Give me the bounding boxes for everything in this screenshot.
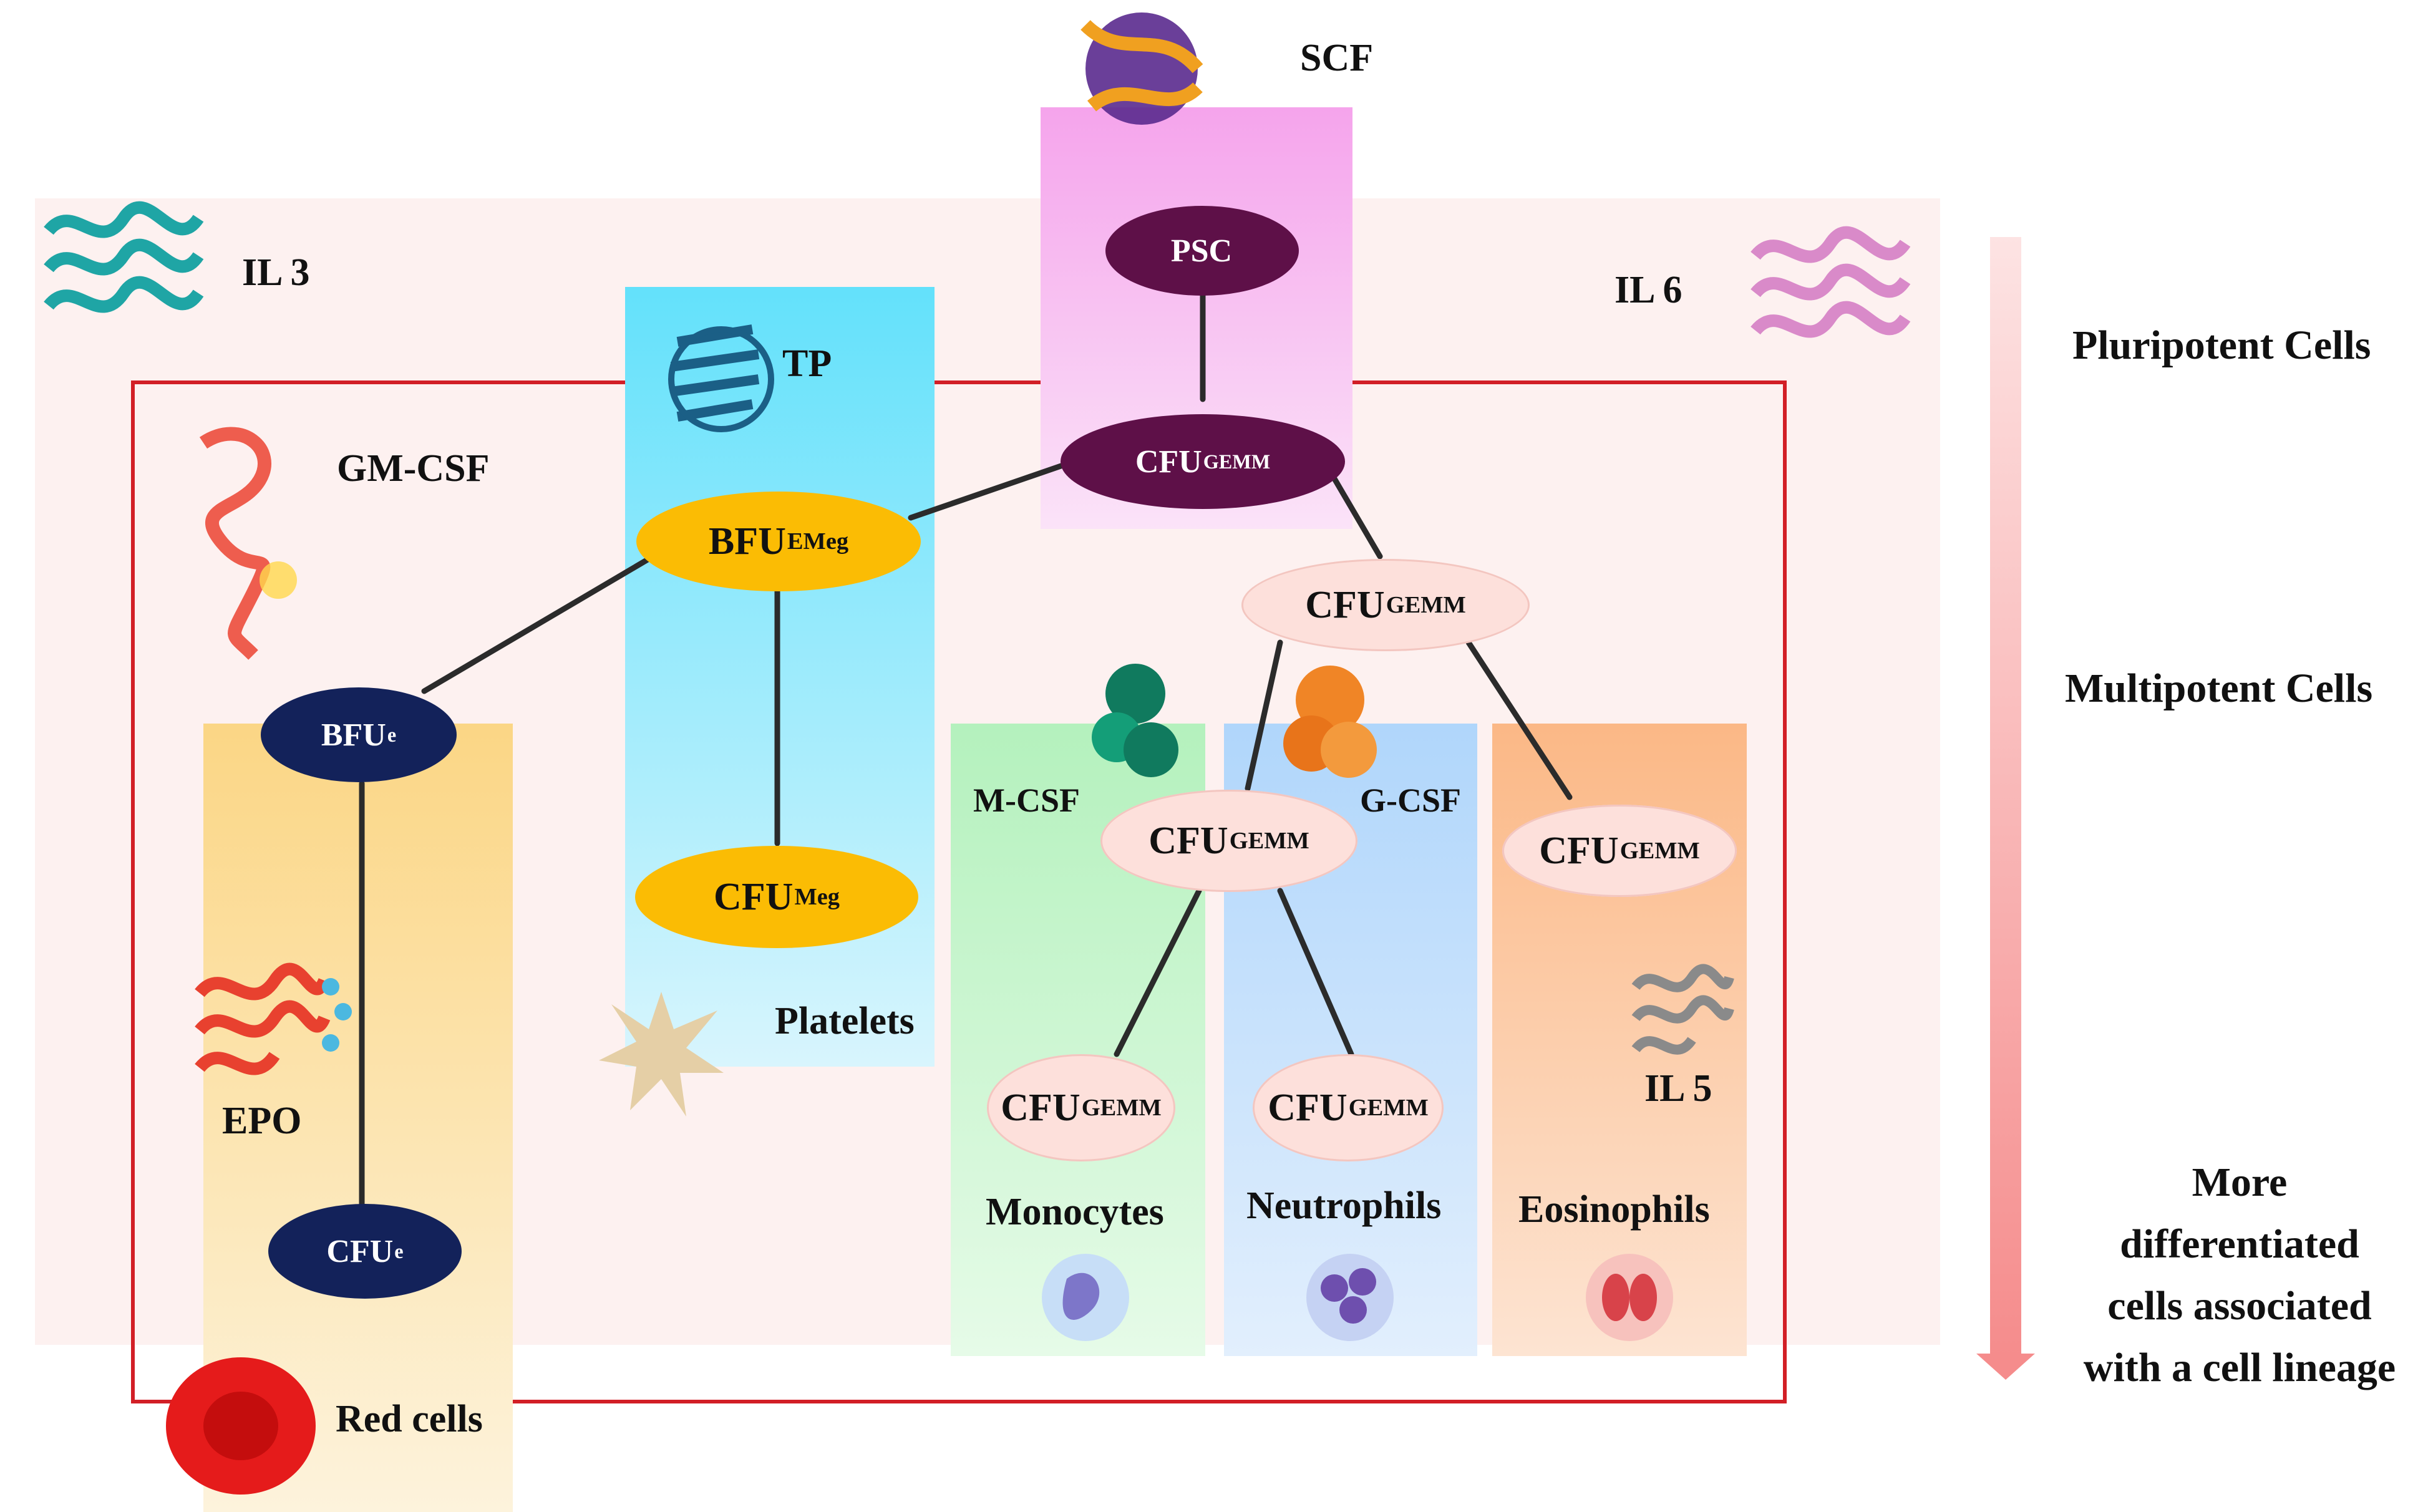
tp-label: TP — [782, 342, 832, 385]
gm-csf-protein-icon — [199, 427, 297, 660]
gm-csf-label: GM-CSF — [337, 447, 490, 490]
edge-mid-gm — [1245, 639, 1283, 792]
eosinophils-label: Eosinophils — [1518, 1188, 1710, 1231]
stage-differentiated-line-2: differentiated — [2120, 1221, 2359, 1267]
edge-cfugemm-cfugemm-mid — [1326, 466, 1383, 560]
platelet-icon — [599, 992, 724, 1117]
neutrophil-icon — [1306, 1254, 1394, 1341]
g-csf-label: G-CSF — [1360, 782, 1461, 819]
g-csf-protein-icon — [1283, 666, 1377, 778]
tp-protein-icon — [668, 324, 774, 432]
m-csf-protein-icon — [1092, 664, 1178, 777]
edge-gm-neut — [1277, 888, 1354, 1057]
monocyte-icon — [1042, 1254, 1129, 1341]
scf-label: SCF — [1300, 37, 1374, 79]
stage-differentiated-line-3: cells associated — [2107, 1283, 2372, 1329]
edge-gm-mono — [1114, 888, 1202, 1057]
stage-differentiated-line-1: More — [2192, 1160, 2288, 1205]
monocytes-label: Monocytes — [986, 1191, 1164, 1233]
neutrophils-label: Neutrophils — [1246, 1185, 1442, 1227]
red-cells-label: Red cells — [336, 1398, 483, 1440]
red-cell-icon — [166, 1357, 316, 1495]
platelets-label: Platelets — [775, 1000, 915, 1042]
stage-differentiated-line-4: with a cell lineage — [2083, 1345, 2396, 1390]
epo-protein-icon — [195, 962, 352, 1075]
scf-protein-icon — [1080, 12, 1203, 125]
edge-mid-eos — [1465, 639, 1573, 800]
edge-bfuemeg-bfue — [421, 556, 652, 694]
stage-pluripotent: Pluripotent Cells — [2072, 322, 2371, 368]
stage-multipotent: Multipotent Cells — [2065, 666, 2373, 711]
m-csf-label: M-CSF — [973, 782, 1080, 819]
eosinophil-icon — [1586, 1254, 1673, 1341]
il6-protein-icon — [1750, 226, 1911, 338]
il3-label: IL 3 — [242, 251, 310, 294]
il6-label: IL 6 — [1615, 269, 1683, 311]
il3-protein-icon — [44, 201, 204, 313]
il5-protein-icon — [1631, 964, 1734, 1055]
stage-differentiated: More differentiated cells associated wit… — [2059, 1151, 2421, 1398]
stage-arrow-icon — [1976, 237, 2035, 1380]
gm-csf-red-border — [131, 380, 1787, 1403]
node-psc: PSC — [1105, 206, 1299, 296]
il5-label: IL 5 — [1644, 1067, 1712, 1110]
epo-label: EPO — [222, 1100, 302, 1142]
